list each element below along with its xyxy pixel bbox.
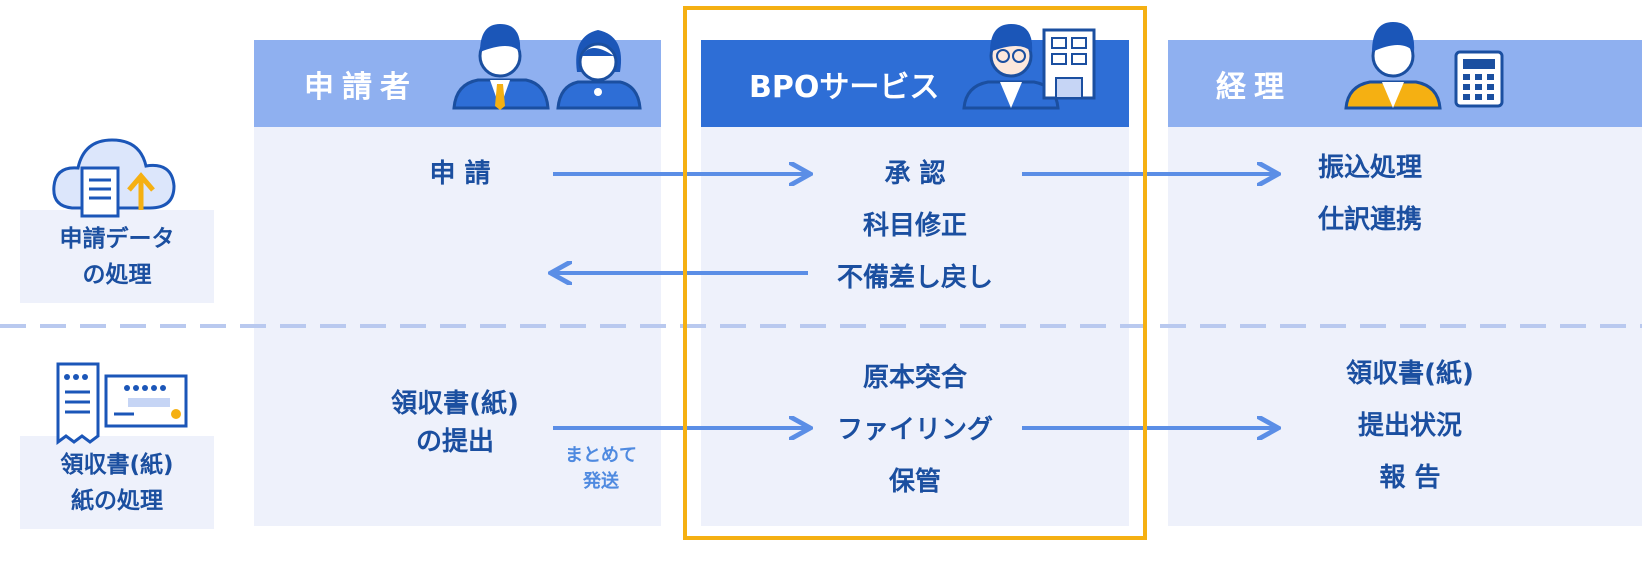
apply-step-text: 申 請 [429, 159, 491, 189]
paper-processing-label-line2: 紙の処理 [71, 487, 163, 514]
send-together-note: まとめて 発送 [551, 443, 651, 495]
original-check-text: 原本突合 [862, 363, 967, 393]
receipt-submit-line1: 領収書(紙) [391, 389, 519, 419]
staff-with-glasses-icon [962, 24, 1060, 110]
applicant-header-label: 申請者 [304, 69, 418, 105]
accounting-paper-tasks: 領収書(紙) 提出状況 報 告 [1300, 348, 1520, 504]
businessman-icon [452, 24, 550, 110]
data-processing-label-line1: 申請データ [59, 225, 175, 252]
filing-text: ファイリング [836, 415, 993, 445]
businesswoman-icon [556, 30, 642, 110]
receipt-submit-line2: の提出 [415, 427, 494, 457]
receipt-submit-step: 領収書(紙) の提出 [340, 378, 570, 468]
submission-status-text: 提出状況 [1357, 411, 1462, 441]
receipt-paper-text: 領収書(紙) [1346, 359, 1474, 389]
apply-step: 申 請 [380, 148, 540, 200]
approve-text: 承 認 [884, 159, 946, 189]
accounting-header: 経理 [1168, 40, 1642, 127]
paper-processing-label-line1: 領収書(紙) [60, 451, 174, 478]
bpo-data-tasks: 承 認 科目修正 不備差し戻し [790, 148, 1040, 304]
building-icon [1042, 28, 1096, 100]
accounting-header-label: 経理 [1216, 69, 1292, 105]
accountant-icon [1344, 22, 1442, 110]
return-defect-text: 不備差し戻し [836, 263, 993, 293]
bpo-highlight-border [683, 6, 1147, 540]
data-processing-label-line2: の処理 [82, 261, 152, 288]
send-together-line1: まとめて [565, 445, 637, 466]
receipt-card-icon [56, 362, 188, 445]
journal-link-text: 仕訳連携 [1317, 205, 1422, 235]
paper-processing-label: 領収書(紙) 紙の処理 [20, 436, 214, 529]
calculator-icon [1454, 50, 1504, 108]
storage-text: 保管 [888, 467, 941, 497]
account-fix-text: 科目修正 [862, 211, 967, 241]
cloud-upload-icon [52, 138, 176, 218]
data-processing-label: 申請データ の処理 [20, 210, 214, 303]
bpo-paper-tasks: 原本突合 ファイリング 保管 [790, 352, 1040, 508]
transfer-text: 振込処理 [1317, 153, 1422, 183]
report-text: 報 告 [1379, 463, 1441, 493]
accounting-data-tasks: 振込処理 仕訳連携 [1280, 142, 1460, 246]
bpo-header-label: BPOサービス [749, 69, 940, 105]
send-together-line2: 発送 [583, 471, 619, 492]
